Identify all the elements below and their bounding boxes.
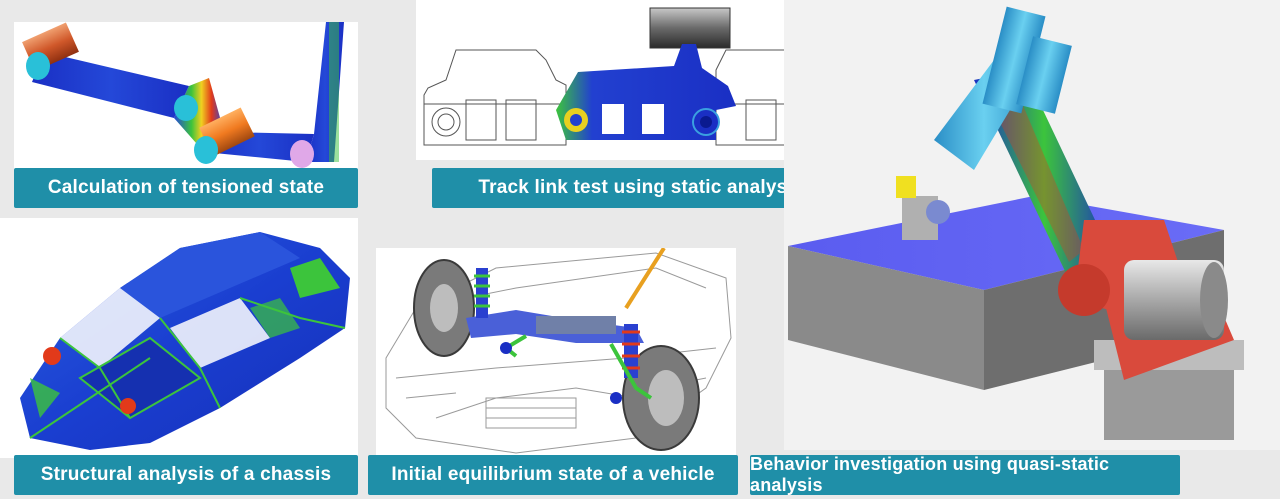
track-link-stress-map bbox=[556, 44, 736, 140]
caption-vehicle: Initial equilibrium state of a vehicle bbox=[368, 455, 738, 495]
robot-upper-arm bbox=[934, 6, 1072, 170]
robot-motor bbox=[1124, 260, 1228, 340]
roller-left bbox=[22, 22, 79, 80]
robot-image bbox=[784, 0, 1280, 450]
suspension-stress-map bbox=[466, 248, 666, 404]
caption-track-link: Track link test using static analysis bbox=[432, 168, 850, 208]
chassis-image bbox=[0, 218, 358, 458]
caption-tensioned-state: Calculation of tensioned state bbox=[14, 168, 358, 208]
caption-robot: Behavior investigation using quasi-stati… bbox=[750, 454, 1180, 495]
robot-lower-arm bbox=[974, 70, 1114, 290]
vehicle-image bbox=[376, 248, 736, 456]
roller-middle bbox=[194, 107, 255, 164]
tensioned-state-image bbox=[14, 22, 358, 172]
end-effector bbox=[896, 176, 950, 240]
car-body-stress-map bbox=[20, 232, 350, 450]
caption-chassis: Structural analysis of a chassis bbox=[14, 455, 358, 495]
load-cylinder bbox=[649, 7, 731, 49]
